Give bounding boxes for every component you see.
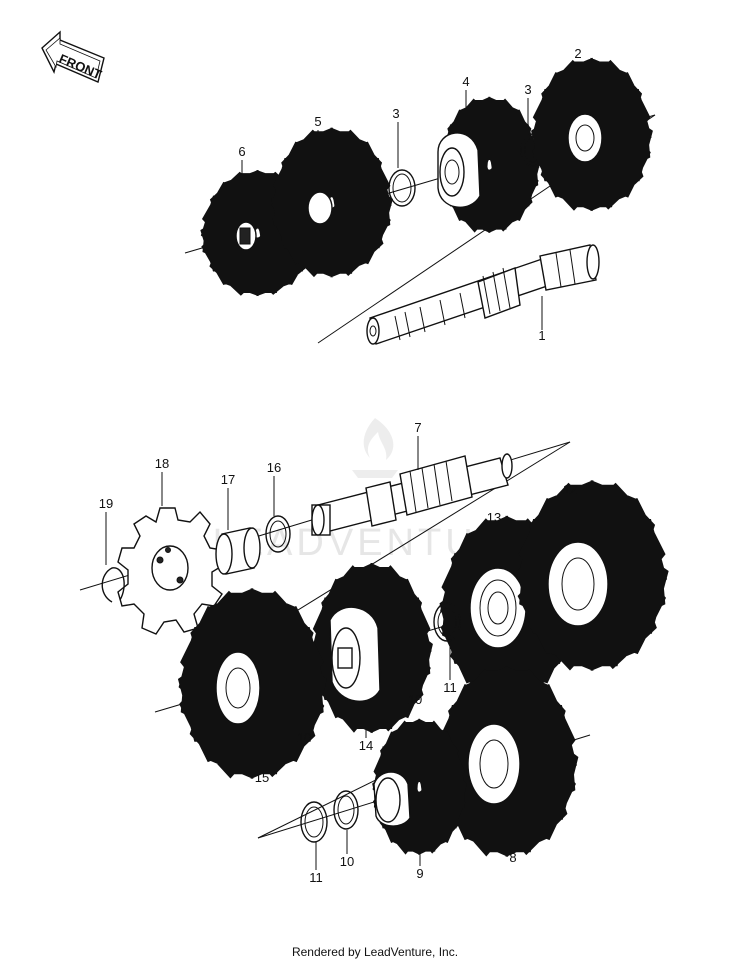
- callout-3-left: 3: [392, 106, 399, 121]
- callout-11-bottom: 11: [309, 870, 323, 885]
- part-4-gear: [438, 90, 516, 207]
- callout-10-left: 10: [297, 730, 311, 745]
- callout-3-right: 3: [524, 82, 531, 97]
- part-17-collar: [215, 488, 261, 575]
- part-9-gear: [374, 750, 444, 866]
- part-7-shaft: [311, 436, 513, 536]
- part-13-gear: [470, 526, 542, 657]
- leadventure-flame-icon: [352, 418, 398, 478]
- callout-17: 17: [221, 472, 235, 487]
- callout-14: 14: [359, 738, 373, 753]
- part-11-washer-bottom: [300, 801, 328, 870]
- footer-credit: Rendered by LeadVenture, Inc.: [291, 945, 459, 959]
- part-5-gear: [300, 130, 363, 243]
- part-11-washer-right: [433, 602, 461, 680]
- callout-9: 9: [416, 866, 423, 881]
- callout-15: 15: [255, 770, 269, 785]
- part-6-gear: [228, 160, 287, 267]
- part-12-gear: [548, 498, 631, 627]
- part-1-shaft: [366, 244, 600, 345]
- callout-11-right: 11: [443, 680, 457, 695]
- callout-12: 12: [563, 482, 577, 497]
- part-15-gear: [214, 632, 291, 770]
- callout-labels: 1 2 3 3 4 5 6 7 8 9 10 10 10 11 11 12 13…: [99, 46, 582, 885]
- part-14-gear: [330, 602, 403, 738]
- callout-5: 5: [314, 114, 321, 129]
- part-8-gear: [468, 710, 544, 850]
- callout-16: 16: [267, 460, 281, 475]
- callout-2: 2: [574, 46, 581, 61]
- part-2-gear: [560, 62, 623, 176]
- part-10-circlip-bottom: [333, 790, 359, 854]
- callout-13: 13: [487, 510, 501, 525]
- lower-shaft-assembly: [79, 436, 650, 870]
- part-18-sprocket: [117, 472, 223, 635]
- callout-6: 6: [238, 144, 245, 159]
- callout-7: 7: [414, 420, 421, 435]
- part-19-circlip: [101, 512, 125, 603]
- callout-10-right: 10: [408, 692, 422, 707]
- callout-1: 1: [538, 328, 545, 343]
- upper-shaft-assembly: [184, 62, 656, 345]
- front-arrow-icon: FRONT: [41, 30, 105, 83]
- part-16-washer: [265, 476, 291, 553]
- callout-19: 19: [99, 496, 113, 511]
- callout-18: 18: [155, 456, 169, 471]
- part-3-circlip-left: [388, 122, 416, 207]
- callout-4: 4: [462, 74, 469, 89]
- callout-8: 8: [509, 850, 516, 865]
- callout-10-bottom: 10: [340, 854, 354, 869]
